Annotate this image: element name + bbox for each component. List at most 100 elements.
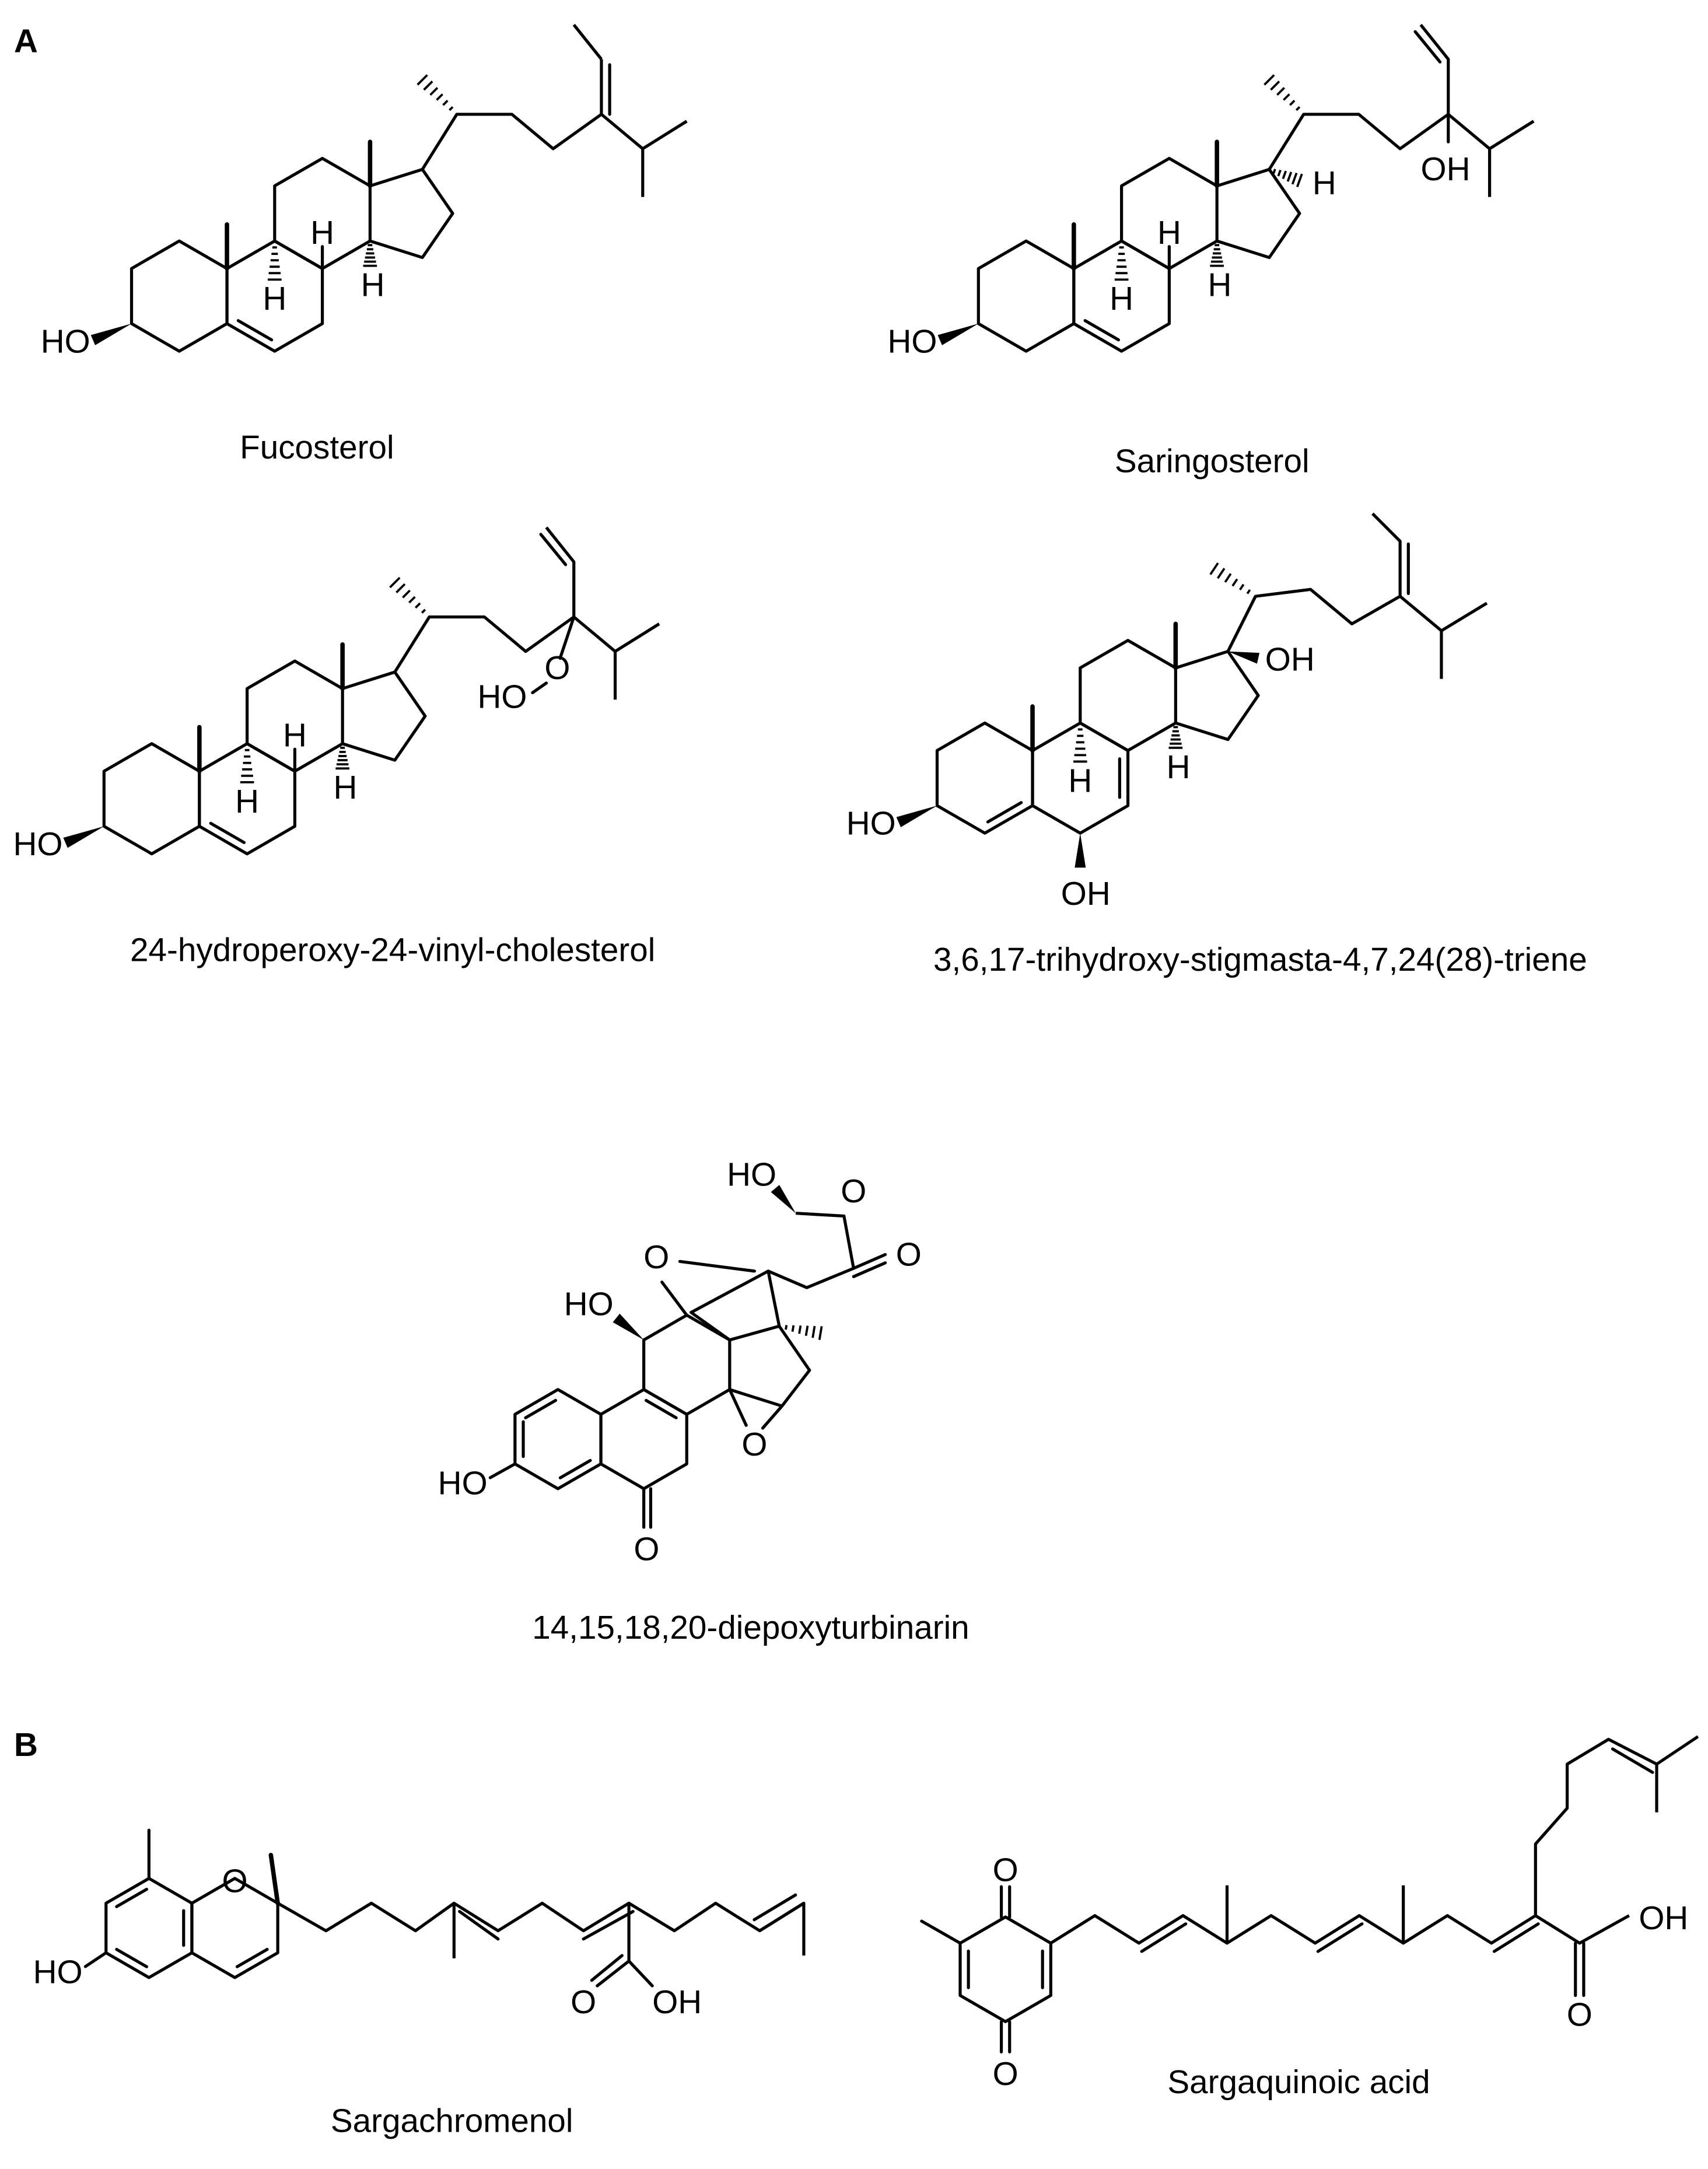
compound-name-saringosterol: Saringosterol xyxy=(1115,443,1310,480)
carboxyl-hydroxyl-label: OH xyxy=(1639,1900,1688,1937)
hashed-bond xyxy=(436,93,443,101)
bond xyxy=(690,1269,770,1314)
bond xyxy=(488,1462,517,1479)
hashed-bond xyxy=(389,576,401,589)
compound-name-sargaquinoic-acid: Sargaquinoic acid xyxy=(1167,2064,1430,2101)
chain xyxy=(767,1212,855,1289)
chain xyxy=(1268,113,1535,170)
hydroxyl-label: OH xyxy=(1061,876,1111,912)
bond xyxy=(268,1852,280,1906)
carboxyl-oxygen-label: O xyxy=(570,1984,596,2021)
chain xyxy=(1175,649,1260,741)
hashed-bond xyxy=(1264,74,1275,86)
epoxide-oxygen-label: O xyxy=(741,1426,767,1463)
hydroxyl-label: HO xyxy=(564,1286,614,1323)
bond xyxy=(645,1398,678,1419)
bond xyxy=(1413,30,1442,64)
chain xyxy=(758,1901,806,1956)
hydrogen-label: H xyxy=(310,215,334,251)
bond xyxy=(1611,1747,1654,1774)
hashed-bond xyxy=(1291,172,1298,185)
chain xyxy=(1371,512,1402,597)
hashed-bond xyxy=(1277,169,1282,177)
ring xyxy=(104,1877,194,1979)
hashed-bond xyxy=(414,602,421,609)
bond xyxy=(235,1947,269,1968)
compound-name-diepoxyturbinarin: 14,15,18,20-diepoxyturbinarin xyxy=(532,1610,969,1646)
lactone-carbonyl-label: O xyxy=(896,1236,922,1273)
hashed-bond xyxy=(402,589,411,599)
bond xyxy=(852,1261,887,1278)
compound-name-hydroperoxy-vinyl-cholesterol: 24-hydroperoxy-24-vinyl-cholesterol xyxy=(130,932,655,969)
chain xyxy=(342,670,427,762)
hashed-bond xyxy=(1289,100,1296,106)
hashed-bond xyxy=(804,1325,809,1337)
hydroxyl-label: OH xyxy=(1265,642,1315,678)
chain xyxy=(600,113,688,151)
bond-lines xyxy=(63,23,1699,2053)
hashed-bond xyxy=(1239,583,1245,591)
wedge-bond xyxy=(612,1313,644,1340)
bond xyxy=(596,1959,631,1988)
lactone-oxygen-label: O xyxy=(841,1173,866,1210)
ring xyxy=(599,1388,688,1491)
hashed-bond xyxy=(811,1325,816,1338)
compound-name-trihydroxy-stigmastatriene: 3,6,17-trihydroxy-stigmasta-4,7,24(28)-t… xyxy=(933,942,1587,978)
carboxyl-oxygen-label: O xyxy=(1567,1996,1592,2033)
hydrogen-label: H xyxy=(1167,749,1191,786)
hydroxyl-label: HO xyxy=(438,1465,488,1502)
chain xyxy=(572,23,603,61)
hashed-bond xyxy=(416,74,428,86)
wedge-bond xyxy=(63,826,104,848)
bond xyxy=(558,1458,592,1479)
hydroxyl-label: OH xyxy=(1421,151,1471,188)
hydrogen-label: H xyxy=(262,281,286,317)
bond xyxy=(678,1260,756,1273)
ketone-oxygen-label: O xyxy=(634,1531,659,1568)
ring xyxy=(958,1915,1052,2024)
hashed-bond xyxy=(1209,562,1219,575)
hashed-bond xyxy=(1231,578,1238,587)
hydroxyl-label: HO xyxy=(41,323,90,360)
hashed-bond xyxy=(1283,93,1290,101)
bond xyxy=(236,319,274,342)
chain xyxy=(1534,1914,1630,1945)
chain xyxy=(1419,23,1450,114)
ring xyxy=(102,742,201,856)
ring xyxy=(1079,639,1177,753)
bond xyxy=(627,1959,654,1988)
hydroxyl-label: HO xyxy=(846,806,896,842)
hashed-bond xyxy=(396,583,406,593)
bond xyxy=(590,1954,624,1982)
bond xyxy=(558,615,576,660)
bond xyxy=(1083,319,1121,342)
bond xyxy=(852,1253,887,1270)
quinone-oxygen-label: O xyxy=(993,2056,1019,2093)
hydrogen-label: H xyxy=(283,717,307,754)
chain xyxy=(545,526,576,617)
hashed-bond xyxy=(1296,173,1303,187)
wedge-bond xyxy=(90,323,132,345)
wedge-bond xyxy=(1228,651,1260,664)
ring xyxy=(513,1388,603,1491)
hydrogen-label: H xyxy=(361,267,385,304)
hydroxyl-label: HO xyxy=(888,323,937,360)
bond xyxy=(582,1909,635,1941)
hashed-bond xyxy=(798,1325,802,1334)
hashed-bond xyxy=(818,1326,823,1341)
hashed-bond xyxy=(1295,106,1301,111)
panel-label-b: B xyxy=(14,1727,38,1764)
chain xyxy=(421,59,603,170)
hydrogen-label: H xyxy=(1208,267,1231,304)
hydrogen-label: H xyxy=(1110,281,1133,317)
hashed-bond xyxy=(1217,568,1226,579)
hashed-bond xyxy=(423,81,433,91)
hashed-bond xyxy=(421,608,426,614)
bond xyxy=(1140,1922,1188,1953)
quinone-oxygen-label: O xyxy=(993,1852,1019,1889)
panel-label-a: A xyxy=(14,23,38,60)
bond xyxy=(524,1398,558,1419)
hashed-bond xyxy=(408,596,416,604)
chain xyxy=(1049,1914,1536,1945)
hydroxyl-label: HO xyxy=(13,826,63,863)
